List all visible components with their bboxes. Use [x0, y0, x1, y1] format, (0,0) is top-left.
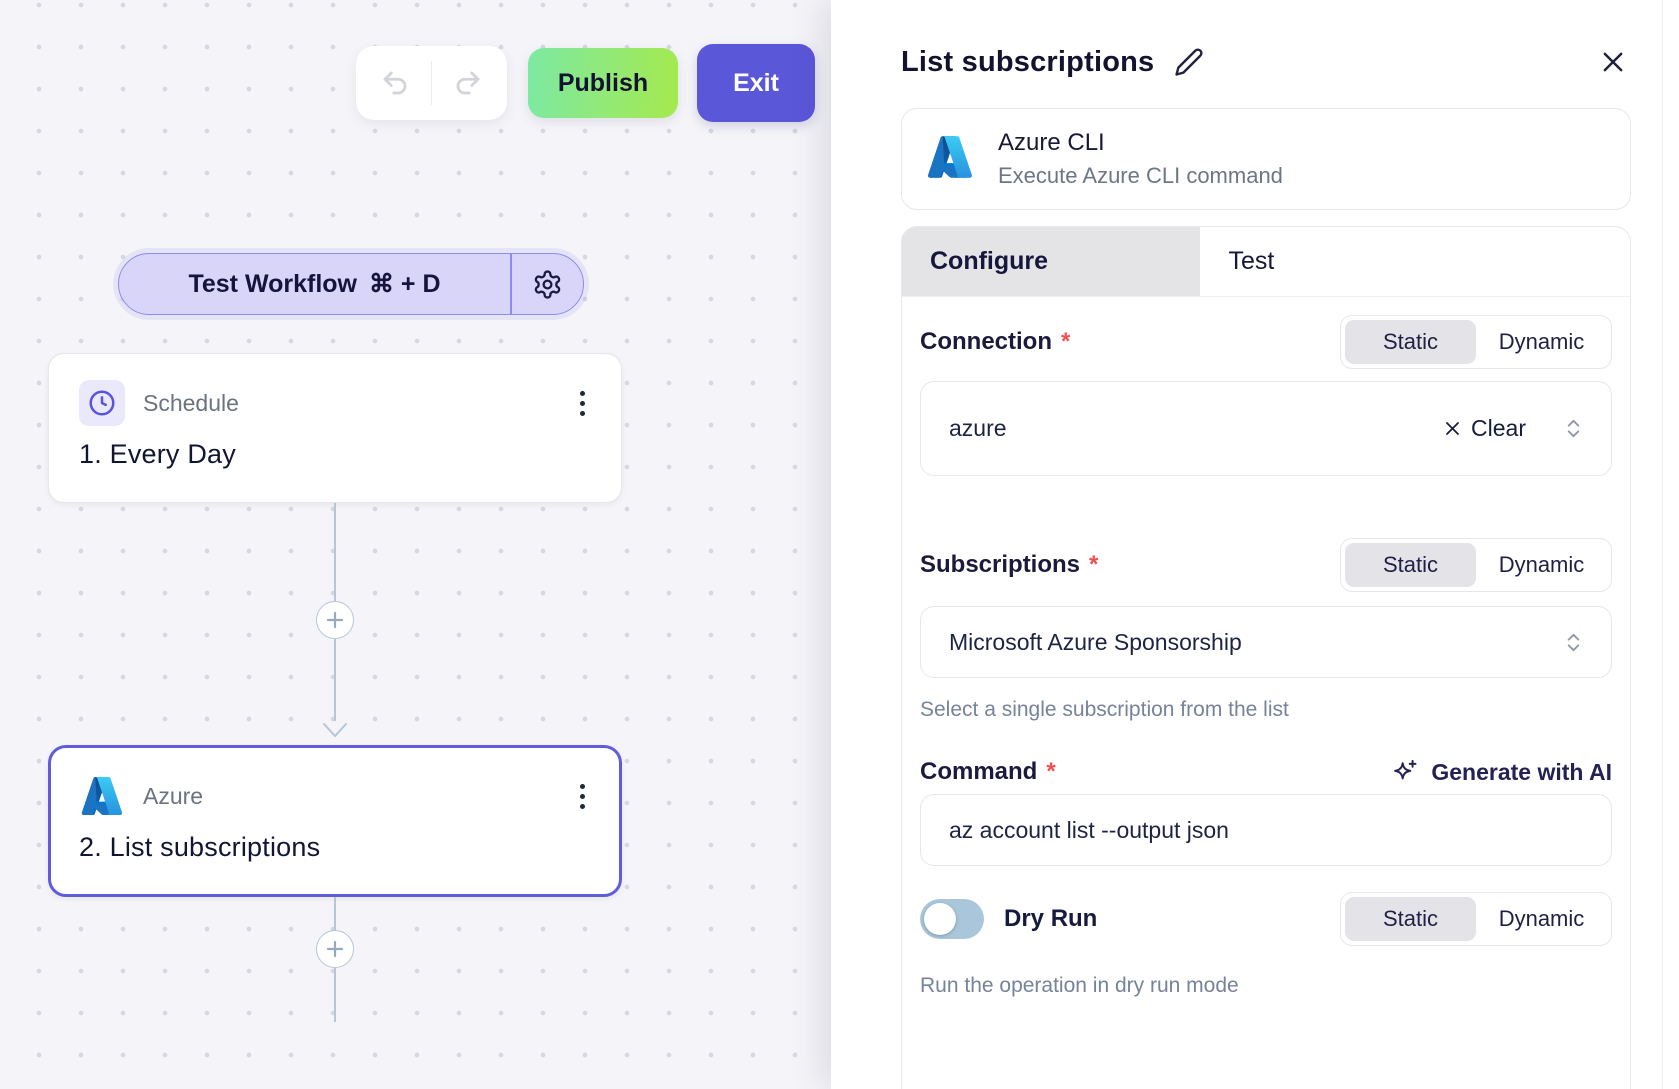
connector-line [334, 503, 336, 601]
dry-run-helper-text: Run the operation in dry run mode [920, 974, 1239, 997]
step-settings-panel: List subscriptions Azure CLI Execute Azu… [831, 0, 1679, 1089]
exit-button[interactable]: Exit [697, 44, 815, 122]
step-title: List subscriptions [901, 45, 1155, 78]
test-workflow-button[interactable]: Test Workflow ⌘ + D [118, 253, 584, 315]
redo-button[interactable] [442, 57, 494, 109]
azure-logo-icon [926, 133, 974, 186]
panel-tabs: Configure Test [902, 227, 1630, 297]
publish-button[interactable]: Publish [528, 48, 678, 118]
undo-button[interactable] [369, 57, 421, 109]
dynamic-mode-button[interactable]: Dynamic [1498, 906, 1585, 931]
test-workflow-label-group[interactable]: Test Workflow ⌘ + D [119, 254, 510, 314]
add-step-button[interactable] [316, 930, 354, 968]
subscriptions-value: Microsoft Azure Sponsorship [949, 628, 1242, 655]
command-value: az account list --output json [949, 816, 1229, 843]
static-mode-button[interactable]: Static [1345, 897, 1476, 941]
piece-name: Azure CLI [998, 129, 1105, 156]
clear-x-icon [1446, 422, 1459, 435]
close-icon [1603, 52, 1623, 72]
workflow-settings-button[interactable] [512, 254, 584, 314]
undo-redo-group [356, 46, 507, 120]
subscriptions-select[interactable]: Microsoft Azure Sponsorship [920, 606, 1612, 678]
dry-run-label: Dry Run [1004, 905, 1098, 932]
gear-icon [534, 269, 561, 299]
node-step-title: 1. Every Day [79, 439, 236, 469]
chevrons-up-down-icon [1562, 631, 1585, 654]
chevrons-up-down-icon [1562, 417, 1585, 440]
command-input[interactable]: az account list --output json [920, 794, 1612, 866]
connector-arrow-icon [323, 723, 347, 738]
dynamic-mode-button[interactable]: Dynamic [1498, 552, 1585, 577]
toolbar-divider [431, 61, 432, 105]
add-step-button[interactable] [316, 601, 354, 639]
subscriptions-label: Subscriptions* [920, 551, 1099, 578]
close-panel-button[interactable] [1595, 44, 1631, 80]
connector-line [334, 639, 336, 721]
piece-info-card: Azure CLI Execute Azure CLI command [901, 108, 1631, 210]
workflow-node-schedule[interactable]: Schedule 1. Every Day [48, 353, 622, 503]
static-mode-button[interactable]: Static [1345, 543, 1476, 587]
node-step-title: 2. List subscriptions [79, 832, 321, 862]
dry-run-mode-toggle: Static Dynamic [1340, 892, 1612, 946]
connection-mode-toggle: Static Dynamic [1340, 315, 1612, 369]
toggle-knob [924, 903, 956, 935]
plus-icon [326, 611, 344, 629]
tab-test[interactable]: Test [1228, 247, 1275, 275]
piece-description: Execute Azure CLI command [998, 163, 1283, 188]
connection-label: Connection* [920, 328, 1071, 355]
pill-divider [510, 254, 512, 314]
workflow-node-azure[interactable]: Azure 2. List subscriptions [48, 745, 622, 897]
command-label: Command* [920, 758, 1056, 785]
plus-icon [326, 940, 344, 958]
subscriptions-helper-text: Select a single subscription from the li… [920, 698, 1289, 721]
connector-line [334, 897, 336, 930]
connection-value: azure [949, 415, 1007, 441]
edit-step-name-icon[interactable] [1174, 47, 1204, 77]
test-workflow-shortcut: ⌘ + D [368, 270, 441, 298]
workflow-canvas[interactable]: Publish Exit Test Workflow ⌘ + D Schedul… [0, 0, 831, 1089]
static-mode-button[interactable]: Static [1345, 320, 1476, 364]
test-workflow-label: Test Workflow [188, 269, 357, 298]
dry-run-toggle[interactable] [920, 899, 984, 939]
node-app-name: Azure [143, 782, 204, 809]
generate-with-ai-button[interactable]: Generate with AI [1391, 758, 1612, 786]
tab-configure[interactable]: Configure [902, 227, 1201, 296]
redo-icon [456, 71, 480, 95]
subscriptions-mode-toggle: Static Dynamic [1340, 538, 1612, 592]
connector-line [334, 968, 336, 1022]
node-menu-icon[interactable] [574, 387, 591, 420]
undo-icon [383, 71, 407, 95]
dynamic-mode-button[interactable]: Dynamic [1498, 329, 1585, 354]
configure-card: Configure Test Connection* Static Dynami… [901, 226, 1631, 1089]
node-menu-icon[interactable] [574, 780, 591, 813]
connection-select[interactable]: azure Clear [920, 381, 1612, 476]
node-app-name: Schedule [143, 389, 239, 416]
azure-logo-icon [79, 773, 125, 819]
ai-sparkle-icon [1394, 759, 1417, 780]
clear-connection-button[interactable]: Clear [1443, 415, 1526, 442]
schedule-clock-icon [79, 380, 125, 426]
